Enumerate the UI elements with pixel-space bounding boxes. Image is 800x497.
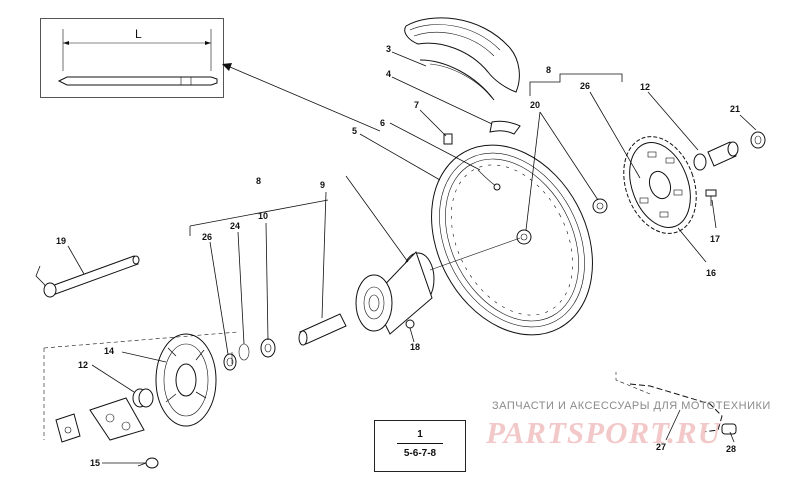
hub (355, 251, 435, 335)
axle-nut (750, 131, 766, 149)
callout-3: 3 (386, 44, 391, 54)
callout-27: 27 (656, 442, 666, 452)
callout-19: 19 (56, 236, 66, 246)
callout-9: 9 (320, 180, 325, 190)
callout-26-right: 26 (580, 81, 590, 91)
callout-26-left: 26 (202, 232, 212, 242)
callout-7: 7 (414, 100, 419, 110)
rim-band (489, 120, 521, 135)
bearing-right (592, 198, 608, 214)
callout-24: 24 (230, 221, 240, 231)
legend-component-list: 5-6-7-8 (403, 448, 437, 459)
spacer-tube (298, 313, 347, 346)
assembly-legend: 1 5-6-7-8 (374, 420, 466, 472)
callout-14: 14 (104, 346, 114, 356)
callout-16: 16 (706, 268, 716, 278)
legend-divider (397, 443, 443, 444)
sprocket-spacer (693, 141, 739, 171)
axle-length-drawing: L (57, 27, 218, 86)
callout-18: 18 (410, 342, 420, 352)
tyre (404, 17, 520, 101)
callout-15: 15 (90, 458, 100, 468)
chain-slider (55, 413, 81, 443)
bearing-center (516, 229, 532, 245)
callout-4: 4 (386, 69, 391, 79)
wheel-axle (35, 255, 140, 298)
callout-8-right: 8 (546, 65, 551, 75)
callout-10: 10 (258, 211, 268, 221)
circlip (238, 343, 250, 361)
hub-bolt (405, 319, 415, 329)
caliper-bolt (137, 457, 159, 469)
callout-28: 28 (726, 444, 736, 454)
oil-seal (223, 353, 237, 371)
valve (443, 133, 501, 191)
axle-length-inset: L (40, 18, 224, 98)
sprocket-bolt (705, 189, 717, 206)
brake-disc (155, 333, 217, 427)
drive-chain (629, 383, 723, 433)
callout-12-left: 12 (78, 360, 88, 370)
legend-assembly-number: 1 (417, 429, 423, 440)
sprocket (623, 136, 697, 234)
spoke-nipple (443, 133, 453, 145)
callout-12-right: 12 (640, 82, 650, 92)
callout-5: 5 (352, 126, 357, 136)
watermark-logo: PARTSPORT.RU (486, 415, 722, 450)
callout-17: 17 (710, 234, 720, 244)
axle-shaft (57, 76, 218, 86)
callout-6: 6 (380, 118, 385, 128)
disc-spacer (132, 388, 154, 408)
callout-8-left: 8 (256, 176, 261, 186)
master-link (721, 423, 737, 435)
callout-20: 20 (530, 100, 540, 110)
caliper-bracket (89, 397, 145, 441)
rim (431, 144, 593, 336)
dimension-label: L (135, 27, 142, 41)
bearing-left (260, 338, 276, 358)
watermark-caption: ЗАПЧАСТИ И АКСЕССУАРЫ ДЛЯ МОТОТЕХНИКИ (492, 400, 771, 412)
callout-21: 21 (730, 104, 740, 114)
